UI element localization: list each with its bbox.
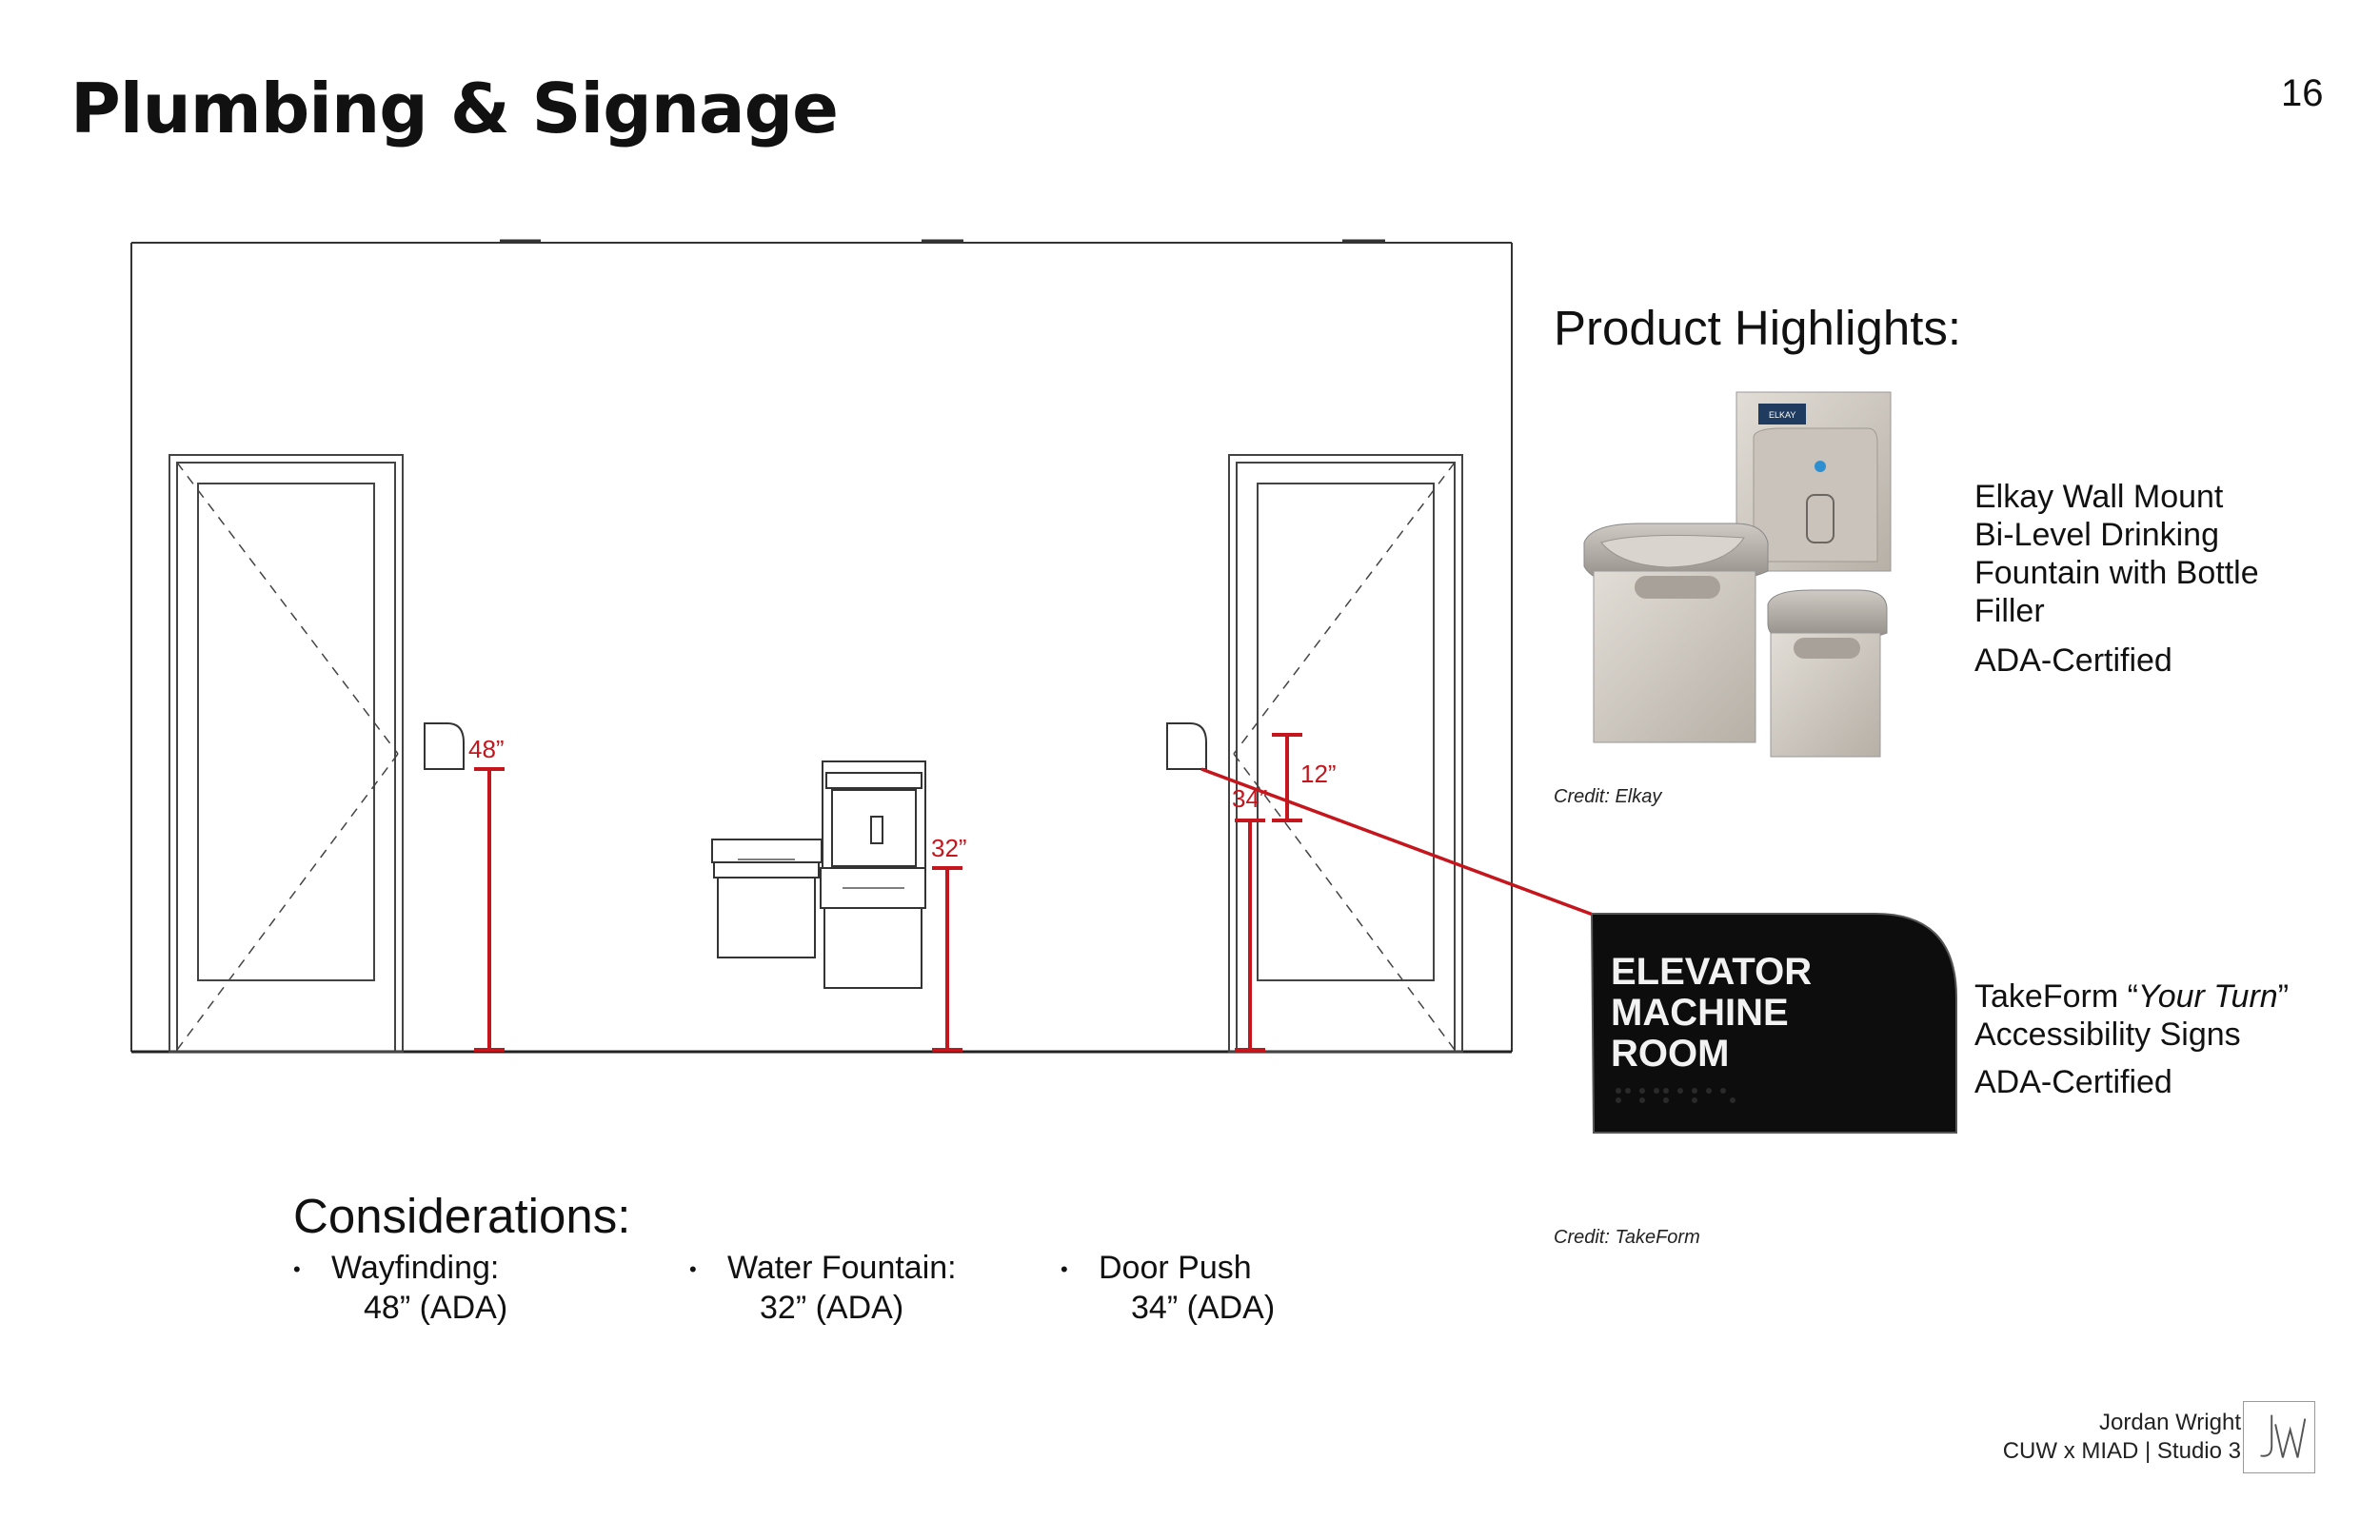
consideration-value: 48” (ADA)	[364, 1290, 508, 1327]
right-door	[1228, 454, 1463, 1053]
author-program: CUW x MIAD | Studio 3	[2002, 1438, 2241, 1464]
product-highlights-title: Product Highlights:	[1554, 301, 1962, 355]
signage-name-line-1: TakeForm “Your Turn”	[1974, 977, 2289, 1016]
author-block: Jordan Wright CUW x MIAD | Studio 3	[2003, 1409, 2241, 1466]
braille-dots	[1616, 1088, 1735, 1103]
page-number: 16	[2281, 72, 2324, 114]
fountain-description: Elkay Wall Mount Bi-Level Drinking Fount…	[1974, 478, 2259, 680]
fountain-credit: Credit: Elkay	[1554, 786, 1662, 807]
consideration-value: 34” (ADA)	[1131, 1290, 1276, 1327]
consideration-item: • Water Fountain: 32” (ADA)	[689, 1249, 957, 1327]
wayfinding-dimension-label: 48”	[468, 735, 505, 763]
left-wall-sign	[424, 722, 465, 770]
consideration-label: Door Push	[1099, 1250, 1252, 1286]
signage-certification: ADA-Certified	[1974, 1064, 2172, 1100]
fountain-display-label: ELKAY	[1769, 410, 1795, 420]
signage-name-suffix: ”	[2277, 978, 2290, 1015]
fountain-name-line: Bi-Level Drinking	[1974, 517, 2219, 553]
fountain-elevation	[711, 760, 926, 989]
page-title: Plumbing & Signage	[70, 69, 839, 148]
consideration-item: • Door Push 34” (ADA)	[1061, 1249, 1275, 1327]
takeform-sign-image: ELEVATOR MACHINE ROOM	[1590, 913, 1957, 1134]
consideration-label: Wayfinding:	[331, 1250, 500, 1286]
door-push-dimension-label: 34”	[1232, 784, 1268, 813]
bullet-icon: •	[689, 1257, 697, 1282]
elkay-fountain-image: ELKAY	[1583, 391, 1892, 758]
left-door	[169, 454, 404, 1053]
dimension-lines	[474, 733, 1597, 1052]
fountain-name-line: Filler	[1974, 593, 2045, 629]
wall-outline	[130, 239, 1513, 1054]
fountain-certification: ADA-Certified	[1974, 642, 2172, 679]
signage-credit: Credit: TakeForm	[1554, 1227, 1700, 1248]
considerations-title: Considerations:	[293, 1189, 631, 1243]
sign-line-1: ELEVATOR	[1611, 951, 1812, 993]
author-name: Jordan Wright	[2099, 1410, 2241, 1435]
bullet-icon: •	[1061, 1257, 1068, 1282]
jw-logo-icon	[2243, 1401, 2315, 1473]
right-wall-sign	[1166, 722, 1207, 770]
consideration-item: • Wayfinding: 48” (ADA)	[293, 1249, 507, 1327]
sign-line-3: ROOM	[1611, 1033, 1729, 1075]
sign-line-2: MACHINE	[1611, 992, 1789, 1034]
consideration-label: Water Fountain:	[727, 1250, 957, 1286]
sign-offset-dimension-label: 12”	[1300, 760, 1337, 788]
signage-name-italic: Your Turn	[2137, 978, 2278, 1015]
fountain-dimension-label: 32”	[931, 834, 967, 862]
signage-name-prefix: TakeForm “	[1974, 978, 2138, 1015]
fountain-name-line: Elkay Wall Mount	[1974, 479, 2224, 515]
bullet-icon: •	[293, 1257, 301, 1282]
fountain-name-line: Fountain with Bottle	[1974, 555, 2259, 591]
signage-description: TakeForm “Your Turn” Accessibility Signs…	[1974, 977, 2289, 1101]
consideration-value: 32” (ADA)	[760, 1290, 904, 1327]
signage-name-line-2: Accessibility Signs	[1974, 1017, 2241, 1053]
